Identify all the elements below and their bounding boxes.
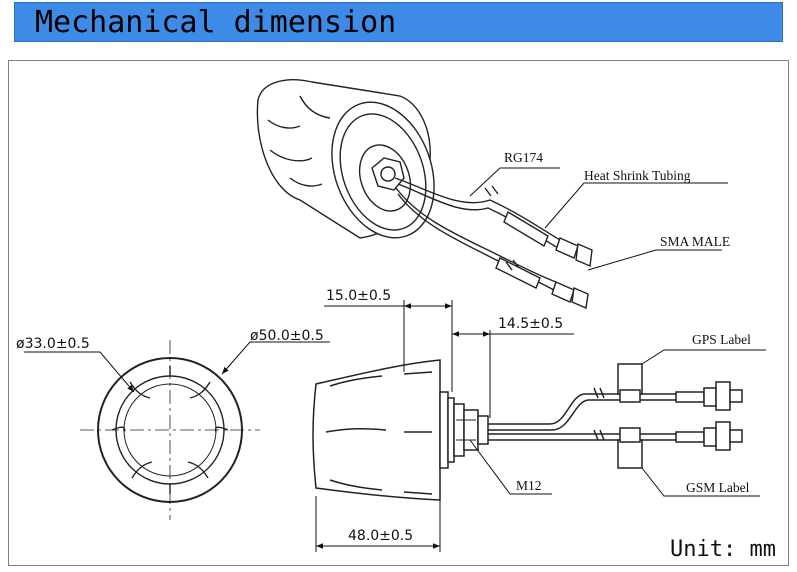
dim-outer-diameter: ø50.0±0.5 bbox=[250, 328, 324, 344]
iso-leaders bbox=[469, 167, 728, 271]
label-sma-male: SMA MALE bbox=[660, 234, 730, 249]
drawing-frame bbox=[8, 60, 789, 566]
unit-note: Unit: mm bbox=[670, 537, 776, 562]
section-title: Mechanical dimension bbox=[35, 5, 397, 40]
section-header: Mechanical dimension bbox=[14, 2, 783, 42]
isometric-view bbox=[256, 79, 593, 310]
front-view bbox=[80, 340, 260, 520]
dim-inner-diameter: ø33.0±0.5 bbox=[16, 336, 90, 352]
label-m12: M12 bbox=[516, 478, 542, 493]
label-rg174: RG174 bbox=[504, 150, 543, 165]
label-gsm: GSM Label bbox=[686, 480, 750, 495]
dim-top-width: 15.0±0.5 bbox=[326, 288, 391, 304]
dim-shaft-width: 14.5±0.5 bbox=[498, 316, 563, 332]
label-heat-shrink: Heat Shrink Tubing bbox=[584, 168, 691, 183]
front-leaders bbox=[24, 341, 330, 393]
dim-overall-length: 48.0±0.5 bbox=[348, 528, 413, 544]
label-gps: GPS Label bbox=[692, 332, 751, 347]
side-dimension-lines bbox=[315, 300, 766, 552]
side-view bbox=[312, 359, 743, 501]
